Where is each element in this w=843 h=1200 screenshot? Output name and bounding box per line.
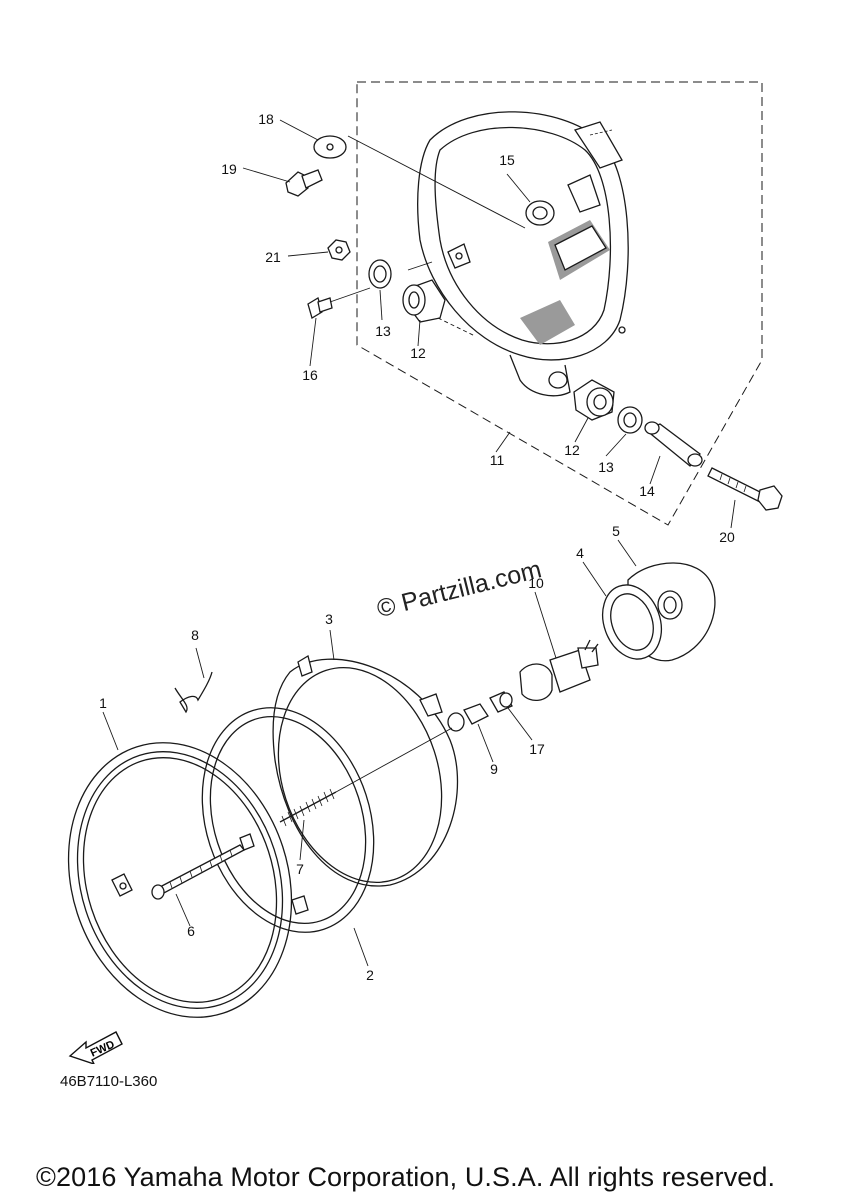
callout-7: 7 (296, 861, 304, 877)
callout-14: 14 (639, 483, 655, 499)
callout-5: 5 (612, 523, 620, 539)
bolt-19 (285, 169, 323, 197)
callout-21: 21 (265, 249, 281, 265)
grommet-15 (525, 200, 555, 226)
callout-15: 15 (499, 152, 515, 168)
headlight-unit-3 (272, 654, 459, 887)
bolt-20 (707, 467, 783, 511)
housing-assembly-outline (356, 81, 763, 526)
callout-9: 9 (490, 761, 498, 777)
callout-3: 3 (325, 611, 333, 627)
callout-6: 6 (187, 923, 195, 939)
callout-13-lower: 13 (598, 459, 614, 475)
washer-18 (313, 135, 347, 159)
screw-16 (307, 297, 333, 319)
diagram-code: 46B7110-L360 (60, 1073, 158, 1090)
damper-13-upper (368, 259, 392, 289)
callout-13-upper: 13 (375, 323, 391, 339)
headlight-rim-1 (67, 742, 293, 1018)
callout-12-upper: 12 (410, 345, 426, 361)
collar-12-upper (402, 279, 446, 323)
fwd-label: FWD (89, 1038, 117, 1059)
callout-4: 4 (576, 545, 584, 561)
headlight-housing (417, 111, 629, 397)
wire-clip-8 (174, 671, 213, 714)
callout-20: 20 (719, 529, 735, 545)
callout-leaders (102, 119, 736, 967)
copyright-notice: ©2016 Yamaha Motor Corporation, U.S.A. A… (36, 1162, 776, 1192)
callout-18: 18 (258, 111, 274, 127)
retaining-ring-4 (602, 584, 662, 660)
callout-1: 1 (99, 695, 107, 711)
collar-12-lower (573, 379, 615, 421)
callout-2: 2 (366, 967, 374, 983)
callout-10: 10 (528, 575, 544, 591)
bulb-10 (519, 639, 599, 701)
nut-21 (327, 239, 351, 261)
callout-16: 16 (302, 367, 318, 383)
callout-8: 8 (191, 627, 199, 643)
fwd-arrow-icon: FWD (68, 1024, 124, 1066)
socket-9 (447, 703, 489, 732)
spring-7 (279, 727, 453, 827)
spacer-14 (644, 421, 703, 467)
bulb-17 (489, 691, 513, 713)
callout-19: 19 (221, 161, 237, 177)
callout-11: 11 (489, 452, 505, 468)
rim-ring-2 (201, 707, 375, 933)
callout-17: 17 (529, 741, 545, 757)
damper-13-lower (617, 406, 643, 434)
callout-12-lower: 12 (564, 442, 580, 458)
